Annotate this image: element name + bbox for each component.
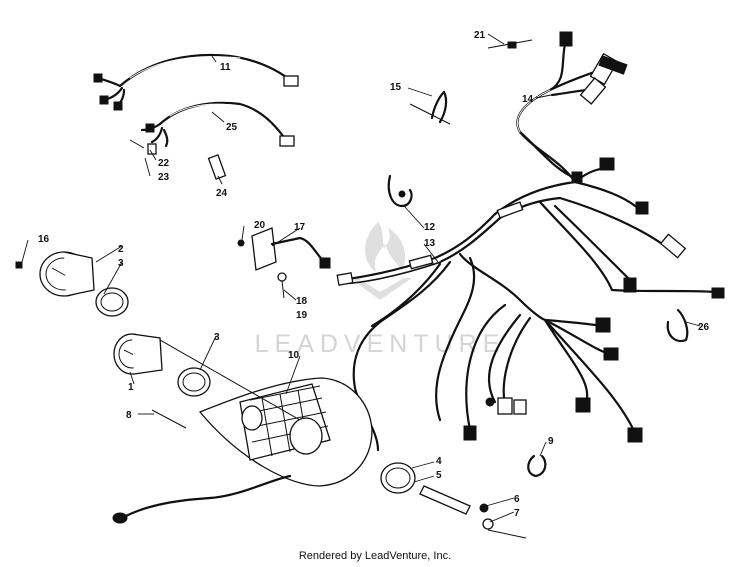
wire-12 — [387, 174, 413, 208]
callout-26: 26 — [698, 322, 710, 333]
callout-6: 6 — [514, 494, 520, 505]
bezel-ring-4-5 — [380, 462, 416, 494]
watermark-logo — [350, 222, 412, 300]
callout-11: 11 — [220, 62, 231, 73]
leader-lines — [21, 33, 701, 523]
callout-8: 8 — [126, 410, 132, 421]
harness-11 — [93, 53, 299, 111]
callout-3-lower: 3 — [214, 332, 220, 343]
callout-20: 20 — [254, 220, 266, 231]
callout-5: 5 — [436, 470, 442, 481]
callout-7: 7 — [514, 508, 520, 519]
watermark-text: LEADVENTURE — [255, 330, 506, 358]
switch-6-7 — [419, 485, 527, 539]
connector-24 — [207, 154, 227, 180]
callout-25: 25 — [226, 122, 238, 133]
callout-21: 21 — [474, 30, 486, 41]
harness-25 — [140, 101, 295, 148]
callout-14: 14 — [522, 94, 534, 105]
console-10 — [198, 377, 373, 487]
screw-20 — [237, 239, 245, 247]
callout-4: 4 — [436, 456, 442, 467]
callout-1: 1 — [128, 382, 134, 393]
speedo-cable — [112, 474, 292, 524]
callout-24: 24 — [216, 188, 228, 199]
bracket-17 — [251, 227, 331, 271]
callout-9: 9 — [548, 436, 554, 447]
footer-credit: Rendered by LeadVenture, Inc. — [298, 550, 452, 562]
callout-13: 13 — [424, 238, 436, 249]
gauge-1 — [113, 333, 163, 375]
callout-15: 15 — [390, 82, 402, 93]
callout-numbers: 11 25 22 23 24 2 3 16 3 1 8 10 20 17 18 … — [38, 30, 710, 519]
gauge-16 — [15, 251, 95, 297]
callout-16: 16 — [38, 234, 50, 245]
bezel-ring-3 — [177, 367, 211, 397]
clip-15 — [409, 90, 451, 125]
pin-21 — [487, 39, 533, 49]
callout-2: 2 — [118, 244, 124, 255]
lens-8 — [151, 409, 187, 429]
callout-22: 22 — [158, 158, 170, 169]
callout-3: 3 — [118, 258, 124, 269]
callout-18: 18 — [296, 296, 308, 307]
clip-26 — [666, 308, 689, 343]
callout-23: 23 — [158, 172, 170, 183]
screw-18-19 — [277, 272, 287, 299]
callout-12: 12 — [424, 222, 436, 233]
bezel-ring-2-3 — [95, 287, 129, 317]
clip-9 — [527, 454, 547, 478]
harness-connectors — [336, 31, 725, 443]
callout-17: 17 — [294, 222, 306, 233]
callout-10: 10 — [288, 350, 300, 361]
callout-19: 19 — [296, 310, 308, 321]
